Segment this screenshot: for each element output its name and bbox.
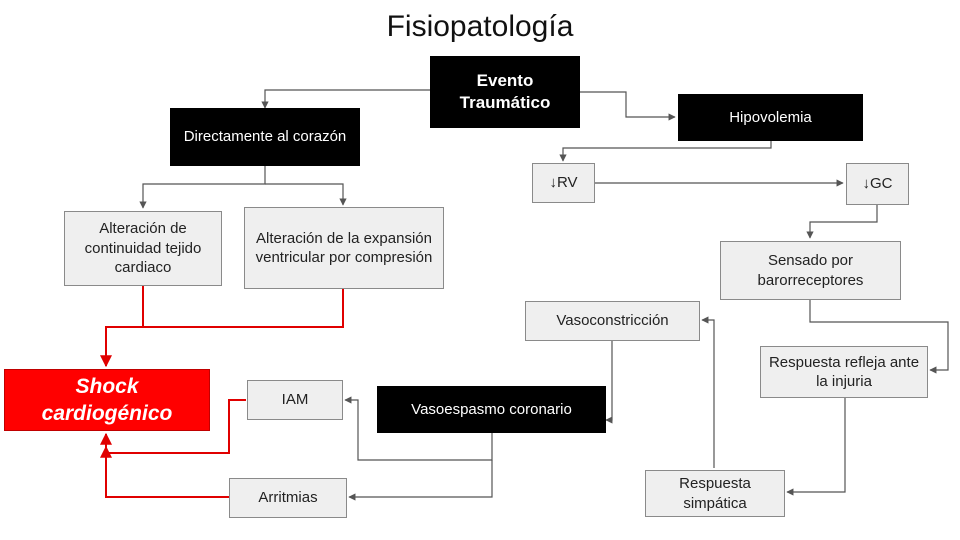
connector-gc-sensado xyxy=(806,205,878,239)
connector-alteraciones-shock-junction xyxy=(142,286,344,328)
connector-vasoespasmo-iam xyxy=(344,396,493,461)
connector-alteraciones-shock xyxy=(100,326,143,368)
connector-vasoespasmo-arritmias xyxy=(348,460,493,501)
connector-refleja-simpatica xyxy=(786,398,846,496)
connector-sensado-refleja xyxy=(809,300,949,374)
connector-hipovolemia-rv xyxy=(559,141,772,162)
connector-evento-hipovolemia xyxy=(580,91,676,121)
node-gc: ↓GC xyxy=(846,163,909,205)
node-respuesta-simpatica: Respuesta simpática xyxy=(645,470,785,517)
connector-directamente-continuidad xyxy=(139,166,266,209)
node-alteracion-expansion: Alteración de la expansión ventricular p… xyxy=(244,207,444,289)
connector-vasoconstriccion-vasoespasmo xyxy=(605,341,613,424)
connector-evento-directamente xyxy=(261,89,430,109)
node-alteracion-continuidad: Alteración de continuidad tejido cardiac… xyxy=(64,211,222,286)
connector-directamente-expansion xyxy=(265,183,347,206)
node-vasoespasmo-coronario: Vasoespasmo coronario xyxy=(377,386,606,433)
node-directamente-al-corazon: Directamente al corazón xyxy=(170,108,360,166)
node-sensado-barorreceptores: Sensado por barorreceptores xyxy=(720,241,901,300)
node-shock-cardiogenico: Shock cardiogénico xyxy=(4,369,210,431)
node-evento-traumatico: Evento Traumático xyxy=(430,56,580,128)
node-vasoconstriccion: Vasoconstricción xyxy=(525,301,700,341)
connector-simpatica-vasoconstriccion xyxy=(701,316,715,468)
page-title: Fisiopatología xyxy=(386,10,574,43)
connector-arritmias-shock xyxy=(100,445,229,498)
node-rv: ↓RV xyxy=(532,163,595,203)
node-arritmias: Arritmias xyxy=(229,478,347,518)
node-respuesta-refleja: Respuesta refleja ante la injuria xyxy=(760,346,928,398)
node-iam: IAM xyxy=(247,380,343,420)
node-hipovolemia: Hipovolemia xyxy=(678,94,863,141)
